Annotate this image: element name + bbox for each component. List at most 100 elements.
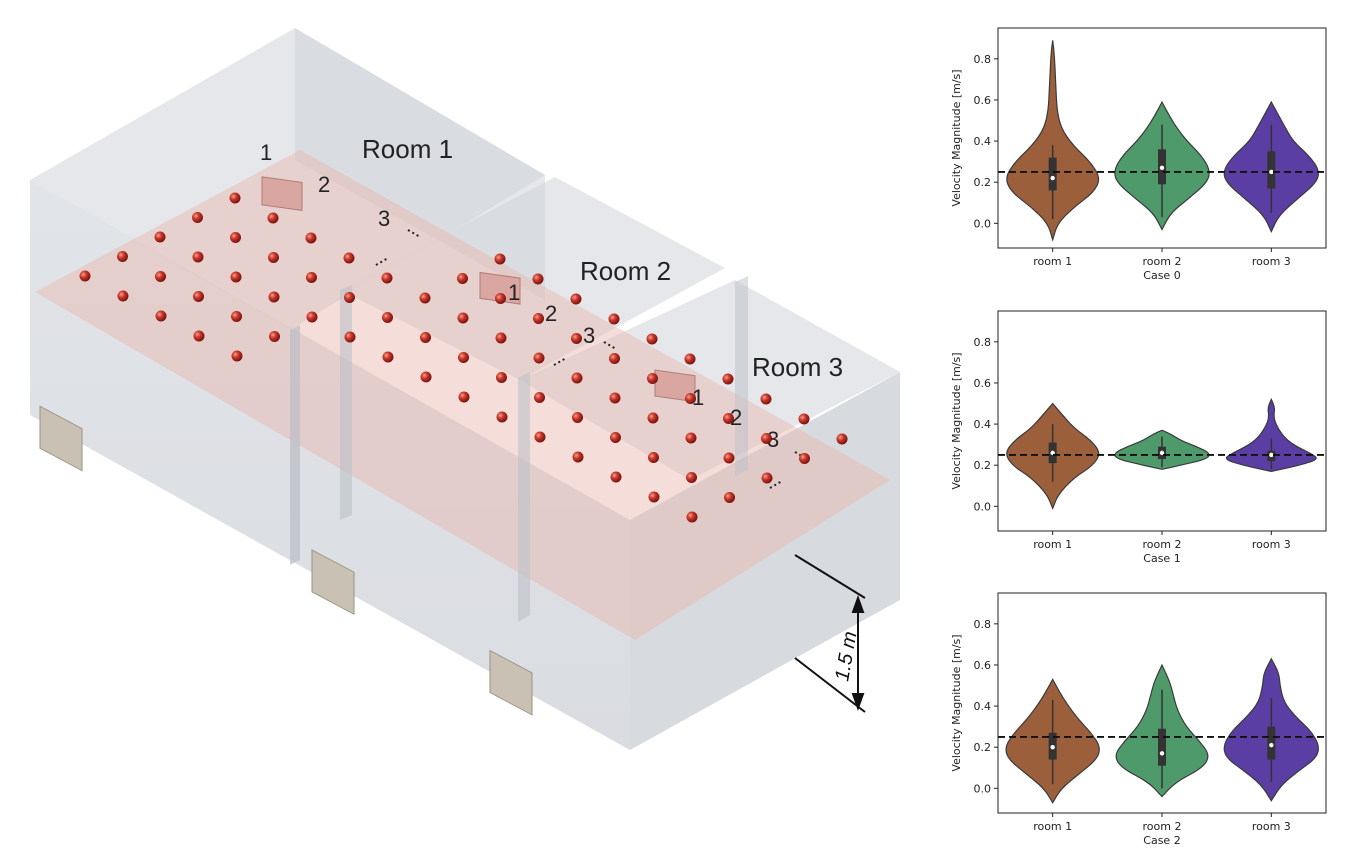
grille-room-2 bbox=[311, 549, 355, 615]
row-3-label-room-1: 3 bbox=[378, 206, 390, 231]
sensor-point bbox=[685, 432, 697, 444]
row-3-label-room-3: 3 bbox=[767, 427, 779, 452]
sensor-point bbox=[306, 311, 318, 323]
grille-room-3 bbox=[489, 649, 533, 716]
partition-3 bbox=[518, 372, 530, 622]
y-tick-label: 0.0 bbox=[974, 500, 992, 513]
sensor-point bbox=[420, 332, 431, 343]
building-diagram: Room 1 Room 2 Room 3 1 2 3 1 2 3 1 2 3 1… bbox=[30, 28, 900, 750]
sensor-point bbox=[684, 353, 696, 365]
sensor-point bbox=[457, 273, 468, 284]
y-tick-label: 0.2 bbox=[974, 176, 992, 189]
sensor-point bbox=[458, 391, 470, 403]
sensor-point bbox=[117, 251, 128, 262]
sensor-point bbox=[534, 392, 545, 403]
sensor-point bbox=[79, 270, 91, 282]
sensor-point bbox=[647, 412, 659, 424]
median-marker-1 bbox=[1050, 745, 1055, 750]
x-tick-label: room 1 bbox=[1033, 538, 1072, 551]
sensor-point bbox=[193, 291, 204, 302]
sensor-point bbox=[760, 393, 772, 405]
y-axis-label: Velocity Magnitude [m/s] bbox=[950, 69, 963, 206]
sensor-point bbox=[343, 252, 355, 264]
row-2-label-room-2: 2 bbox=[545, 301, 557, 326]
sensor-point bbox=[495, 332, 507, 344]
sensor-point bbox=[268, 291, 280, 303]
sensor-point bbox=[154, 231, 166, 243]
sensor-point bbox=[155, 271, 166, 282]
sensor-point bbox=[647, 373, 658, 384]
iqr-box-1 bbox=[1048, 157, 1057, 191]
row-1-label-room-1: 1 bbox=[260, 140, 272, 165]
x-tick-label: room 3 bbox=[1252, 820, 1291, 833]
sensor-point bbox=[155, 310, 167, 322]
sensor-point bbox=[344, 331, 356, 343]
ceiling-room-3 bbox=[520, 280, 900, 480]
x-axis-label: Case 2 bbox=[1143, 834, 1180, 847]
sensor-point bbox=[494, 253, 506, 265]
sensor-point bbox=[648, 452, 659, 463]
sensor-point bbox=[193, 330, 205, 342]
sensor-point bbox=[533, 352, 545, 364]
y-tick-label: 0.8 bbox=[974, 618, 992, 631]
row-2-label-room-3: 2 bbox=[730, 405, 742, 430]
median-marker-3 bbox=[1269, 742, 1274, 748]
y-tick-label: 0.8 bbox=[974, 336, 992, 349]
sensor-point bbox=[458, 352, 469, 363]
sensor-point bbox=[572, 451, 584, 463]
sensor-point bbox=[231, 311, 242, 322]
outlet-room-1 bbox=[261, 176, 303, 212]
sensor-point bbox=[533, 313, 544, 324]
y-tick-label: 0.0 bbox=[974, 217, 992, 230]
sensor-point bbox=[117, 290, 129, 302]
x-tick-label: room 2 bbox=[1143, 538, 1182, 551]
row-2-label-room-1: 2 bbox=[318, 172, 330, 197]
sensor-point bbox=[532, 273, 544, 285]
y-tick-label: 0.4 bbox=[974, 418, 992, 431]
x-tick-label: room 3 bbox=[1252, 538, 1291, 551]
row-1-label-room-3: 1 bbox=[692, 385, 704, 410]
sensor-point bbox=[305, 232, 317, 244]
sensor-point bbox=[570, 293, 582, 305]
partition-4 bbox=[735, 276, 748, 476]
sensor-point bbox=[457, 312, 469, 324]
sensor-point bbox=[799, 453, 810, 464]
sensor-point bbox=[648, 491, 660, 503]
sensor-point bbox=[761, 433, 772, 444]
y-tick-label: 0.4 bbox=[974, 700, 992, 713]
sensor-point bbox=[723, 413, 734, 424]
median-marker-1 bbox=[1050, 175, 1055, 181]
row-3-label-room-2: 3 bbox=[583, 323, 595, 348]
sensor-point bbox=[686, 472, 697, 483]
sensor-point bbox=[382, 312, 393, 323]
x-tick-label: room 3 bbox=[1252, 255, 1291, 268]
median-marker-2 bbox=[1159, 450, 1165, 456]
sensor-point bbox=[192, 212, 203, 223]
x-tick-label: room 1 bbox=[1033, 255, 1072, 268]
y-tick-label: 0.2 bbox=[974, 459, 992, 472]
sensor-point bbox=[496, 372, 507, 383]
sensor-point bbox=[231, 350, 243, 362]
grille-room-1 bbox=[39, 405, 83, 472]
sensor-point bbox=[344, 292, 355, 303]
violin-3 bbox=[1225, 397, 1317, 473]
sensor-point bbox=[610, 432, 621, 443]
y-tick-label: 0.6 bbox=[974, 94, 992, 107]
x-tick-label: room 2 bbox=[1143, 820, 1182, 833]
sensor-point bbox=[496, 411, 508, 423]
sensor-grid bbox=[79, 192, 848, 523]
height-dimension bbox=[794, 554, 866, 713]
room-3-label: Room 3 bbox=[752, 352, 843, 382]
x-axis-label: Case 0 bbox=[1143, 269, 1180, 282]
y-axis-label: Velocity Magnitude [m/s] bbox=[950, 352, 963, 489]
sensor-point bbox=[610, 471, 622, 483]
x-tick-label: room 1 bbox=[1033, 820, 1072, 833]
median-marker-3 bbox=[1269, 169, 1274, 175]
sensor-point bbox=[609, 392, 621, 404]
sensor-point bbox=[268, 252, 279, 263]
y-tick-label: 0.6 bbox=[974, 659, 992, 672]
median-marker-2 bbox=[1159, 165, 1165, 171]
sensor-point bbox=[269, 331, 280, 342]
